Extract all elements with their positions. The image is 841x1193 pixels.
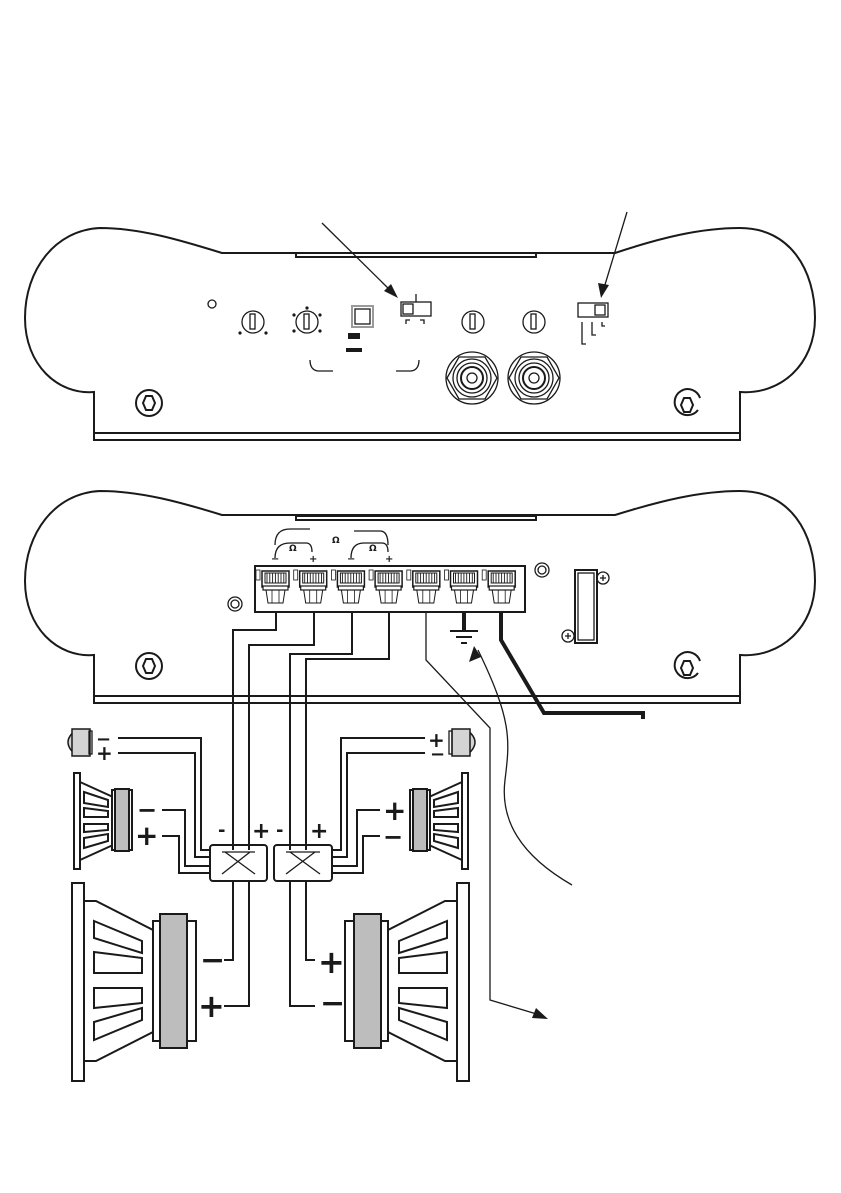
- crossover-right: [273, 844, 333, 882]
- rca-level-knob-2[interactable]: [522, 310, 546, 334]
- woofer-right-minus: −: [320, 986, 345, 1021]
- led-indicator-icon: [207, 299, 217, 309]
- mount-hole-right: [534, 562, 550, 578]
- speaker-wiring: - + - + − + − + + −: [67, 612, 476, 1082]
- ohm-label-left: Ω: [289, 544, 297, 554]
- crossover-left: [209, 844, 268, 882]
- ohm-label-right: Ω: [369, 544, 377, 554]
- remote-arrow-head: [532, 1008, 548, 1019]
- tweeter-left: [67, 728, 93, 757]
- screw-top-right: [673, 388, 701, 417]
- top-panel-slot: [295, 252, 537, 258]
- screw-bottom-left: [135, 652, 163, 680]
- midrange-left: [73, 772, 133, 870]
- speaker-terminal-2[interactable]: [293, 569, 328, 604]
- top-amplifier-panel: [23, 211, 817, 441]
- ohm-label-bridge: Ω: [332, 536, 340, 546]
- tweeter-right: [448, 728, 476, 757]
- callout-arrow-right-head: [598, 283, 609, 298]
- crossover-right-minus: -: [276, 820, 283, 841]
- woofer-left: [71, 882, 197, 1082]
- tweeter-right-minus: −: [430, 744, 445, 765]
- woofer-left-minus: −: [200, 943, 225, 978]
- midrange-right-plus: +: [383, 794, 406, 827]
- midrange-right-minus: −: [383, 823, 403, 851]
- crossover-left-plus: +: [252, 819, 270, 844]
- woofer-right-plus: +: [318, 943, 345, 981]
- terminal-minus-2: −: [347, 554, 355, 565]
- callout-arrow-right: [603, 211, 628, 289]
- midrange-right: [409, 772, 469, 870]
- push-button[interactable]: [346, 305, 374, 352]
- speaker-terminal-3[interactable]: [330, 569, 366, 604]
- power-wire: [499, 612, 645, 719]
- rca-input-jack-1[interactable]: [445, 351, 499, 405]
- ground-symbol-icon: [450, 612, 478, 644]
- tweeter-left-minus: −: [96, 729, 111, 750]
- speaker-terminal-6[interactable]: [444, 569, 479, 604]
- midrange-left-minus: −: [137, 796, 157, 824]
- rca-level-knob-1[interactable]: [461, 310, 485, 334]
- bottom-amplifier-panel: Ω Ω Ω − + − +: [23, 489, 817, 1019]
- ground-callout-curve: [477, 649, 573, 886]
- terminal-plus-1: +: [309, 554, 317, 565]
- slide-switch-right[interactable]: [577, 302, 609, 345]
- tweeter-right-plus: +: [428, 728, 445, 752]
- remote-wire: [425, 612, 541, 1016]
- gain-knob[interactable]: [238, 310, 268, 335]
- slide-switch-left[interactable]: [400, 294, 432, 324]
- terminal-plus-2: +: [385, 554, 393, 565]
- crossover-left-minus: -: [218, 820, 225, 841]
- speaker-terminal-4[interactable]: [368, 569, 403, 604]
- woofer-left-plus: +: [198, 987, 225, 1025]
- crossover-right-plus: +: [310, 819, 328, 844]
- rca-input-jack-2[interactable]: [507, 351, 561, 405]
- crossover-frequency-knob[interactable]: [292, 306, 322, 334]
- midrange-left-plus: +: [135, 819, 158, 852]
- speaker-terminal-1[interactable]: [255, 569, 290, 604]
- callout-arrow-left: [321, 222, 398, 298]
- woofer-right: [344, 882, 470, 1082]
- mount-hole-left: [227, 596, 243, 612]
- fuse-holder[interactable]: [561, 569, 610, 644]
- terminal-minus-1: −: [271, 554, 279, 565]
- screw-top-left: [135, 389, 163, 417]
- bottom-panel-outline: [23, 489, 817, 704]
- speaker-terminal-5[interactable]: [406, 569, 441, 604]
- screw-bottom-right: [673, 651, 701, 680]
- tweeter-left-plus: +: [96, 741, 113, 765]
- control-group-bracket: [309, 359, 333, 372]
- speaker-terminal-7[interactable]: [481, 569, 516, 604]
- top-panel-outline: [23, 226, 817, 441]
